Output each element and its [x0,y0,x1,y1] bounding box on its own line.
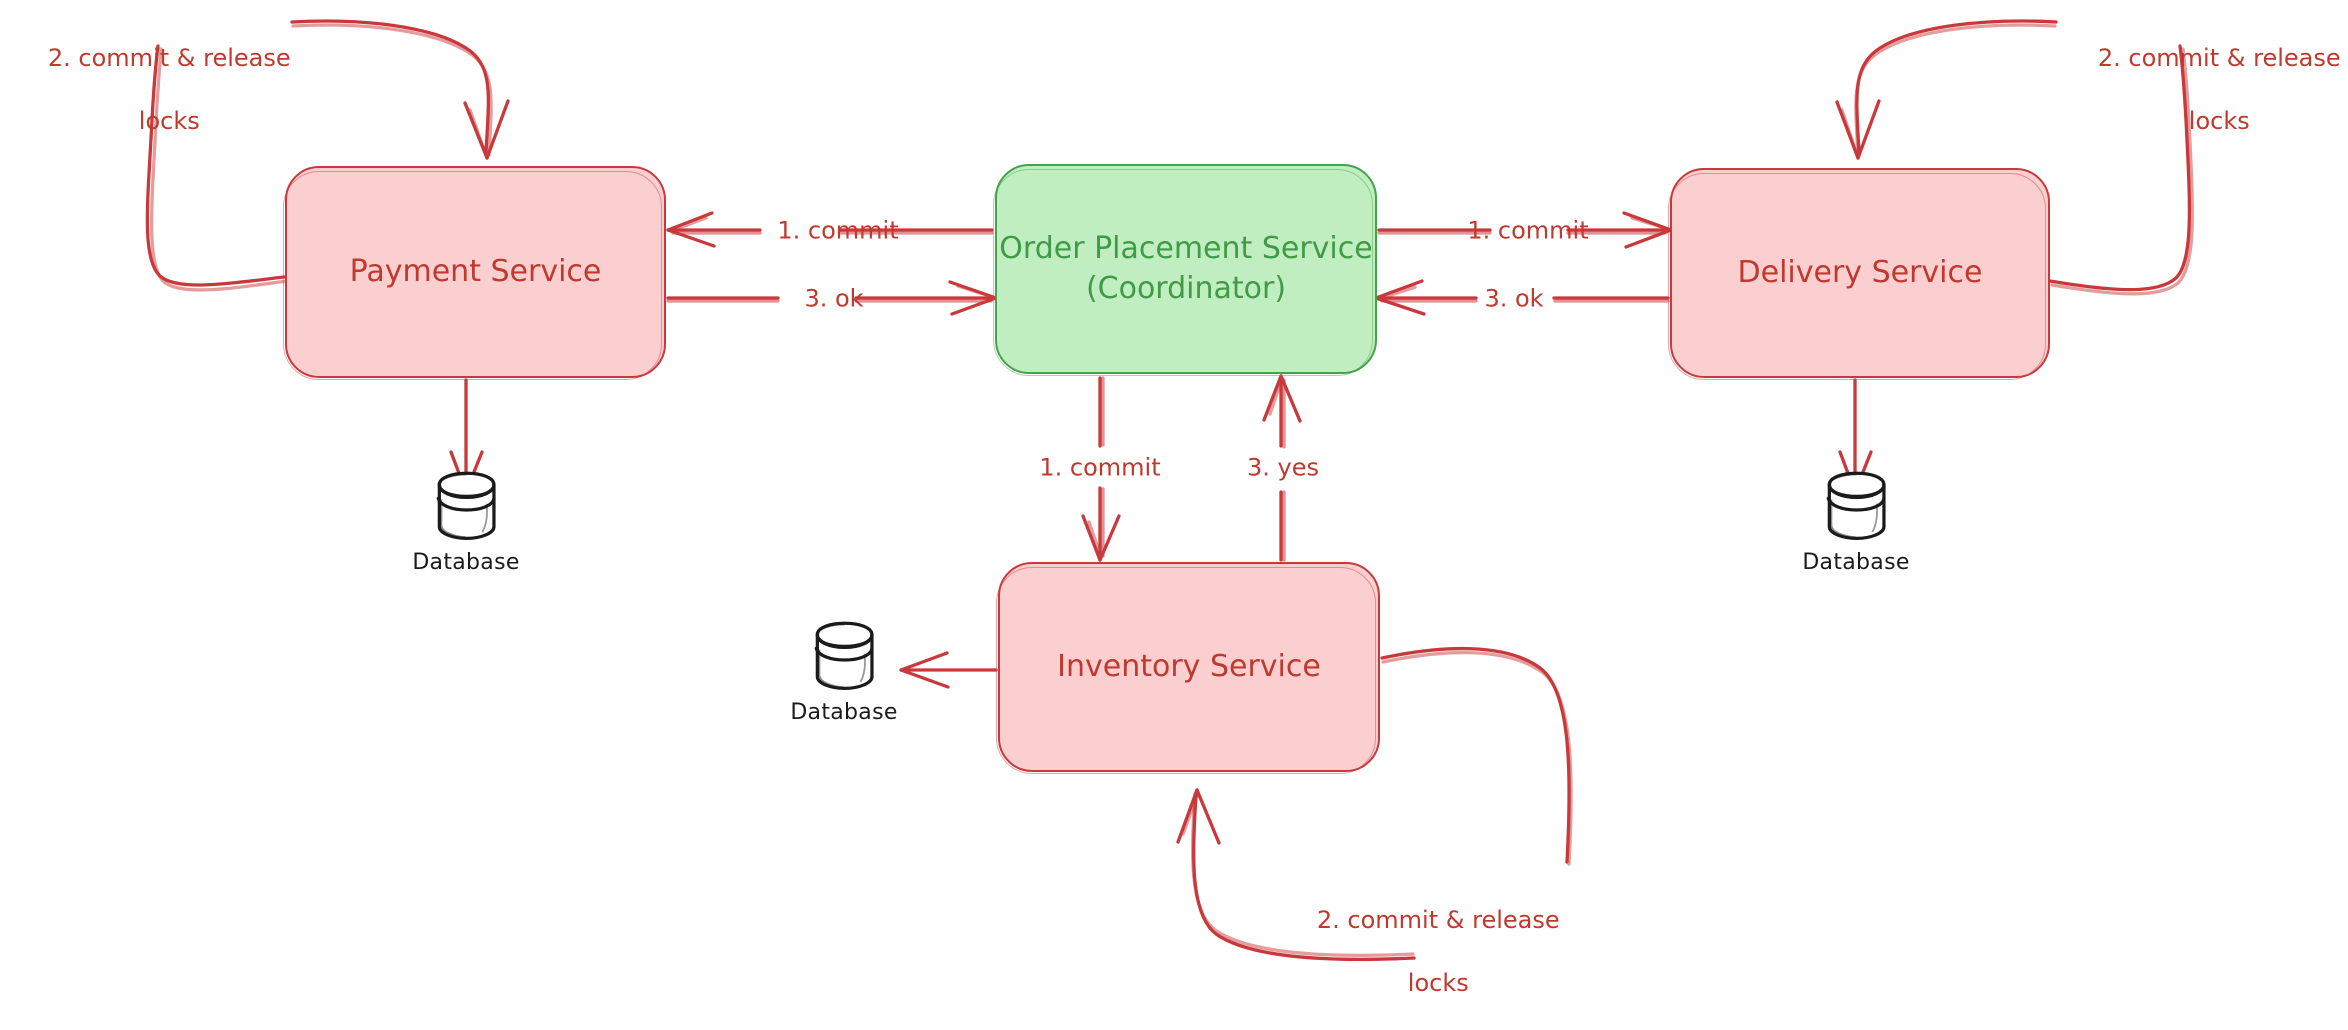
edge-label-inventory-self-loop-line2: locks [1407,968,1469,997]
database-delivery-caption: Database [1802,550,1910,575]
node-inventory-service[interactable]: Inventory Service [996,562,1380,774]
node-coordinator-line2: (Coordinator) [1085,271,1287,306]
database-payment: Database [396,468,536,575]
node-coordinator-line1: Order Placement Service [999,231,1373,267]
edge-label-inventory-self-loop-line1: 2. commit & release [1316,906,1560,935]
node-delivery-service[interactable]: Delivery Service [1668,168,2050,380]
node-order-placement-service-label: Order Placement Service (Coordinator) [999,229,1372,308]
edge-label-coordinator-to-delivery-commit: 1. commit [1467,216,1589,245]
database-delivery: Database [1786,468,1926,575]
node-payment-service-label: Payment Service [349,254,602,290]
node-payment-service[interactable]: Payment Service [283,166,666,380]
database-inventory: Database [774,618,914,725]
edge-label-delivery-self-loop-line2: locks [2188,106,2250,135]
edge-label-payment-self-loop: 2. commit & release locks [14,12,294,168]
diagram-vector-layer [145,19,2194,961]
edge-label-delivery-self-loop-line1: 2. commit & release [2097,44,2341,73]
edge-label-coordinator-to-payment-commit: 1. commit [777,216,899,245]
edge-label-payment-to-coordinator-ok: 3. ok [804,284,864,313]
edge-label-delivery-self-loop: 2. commit & release locks [2064,12,2344,168]
edge-label-inventory-to-coordinator-yes: 3. yes [1247,453,1319,482]
node-delivery-service-label: Delivery Service [1737,255,1983,291]
database-inventory-caption: Database [790,700,898,725]
edge-label-delivery-to-coordinator-ok: 3. ok [1484,284,1544,313]
edge-label-inventory-self-loop: 2. commit & release locks [1278,874,1568,1030]
diagram-canvas: Payment Service Order Placement Service … [14,12,2344,997]
edge-label-coordinator-to-inventory-commit: 1. commit [1039,453,1161,482]
edge-label-payment-self-loop-line1: 2. commit & release [47,44,291,73]
node-inventory-service-label: Inventory Service [1057,649,1321,685]
edge-label-payment-self-loop-line2: locks [138,106,200,135]
node-order-placement-service[interactable]: Order Placement Service (Coordinator) [993,164,1377,376]
database-payment-caption: Database [412,550,520,575]
